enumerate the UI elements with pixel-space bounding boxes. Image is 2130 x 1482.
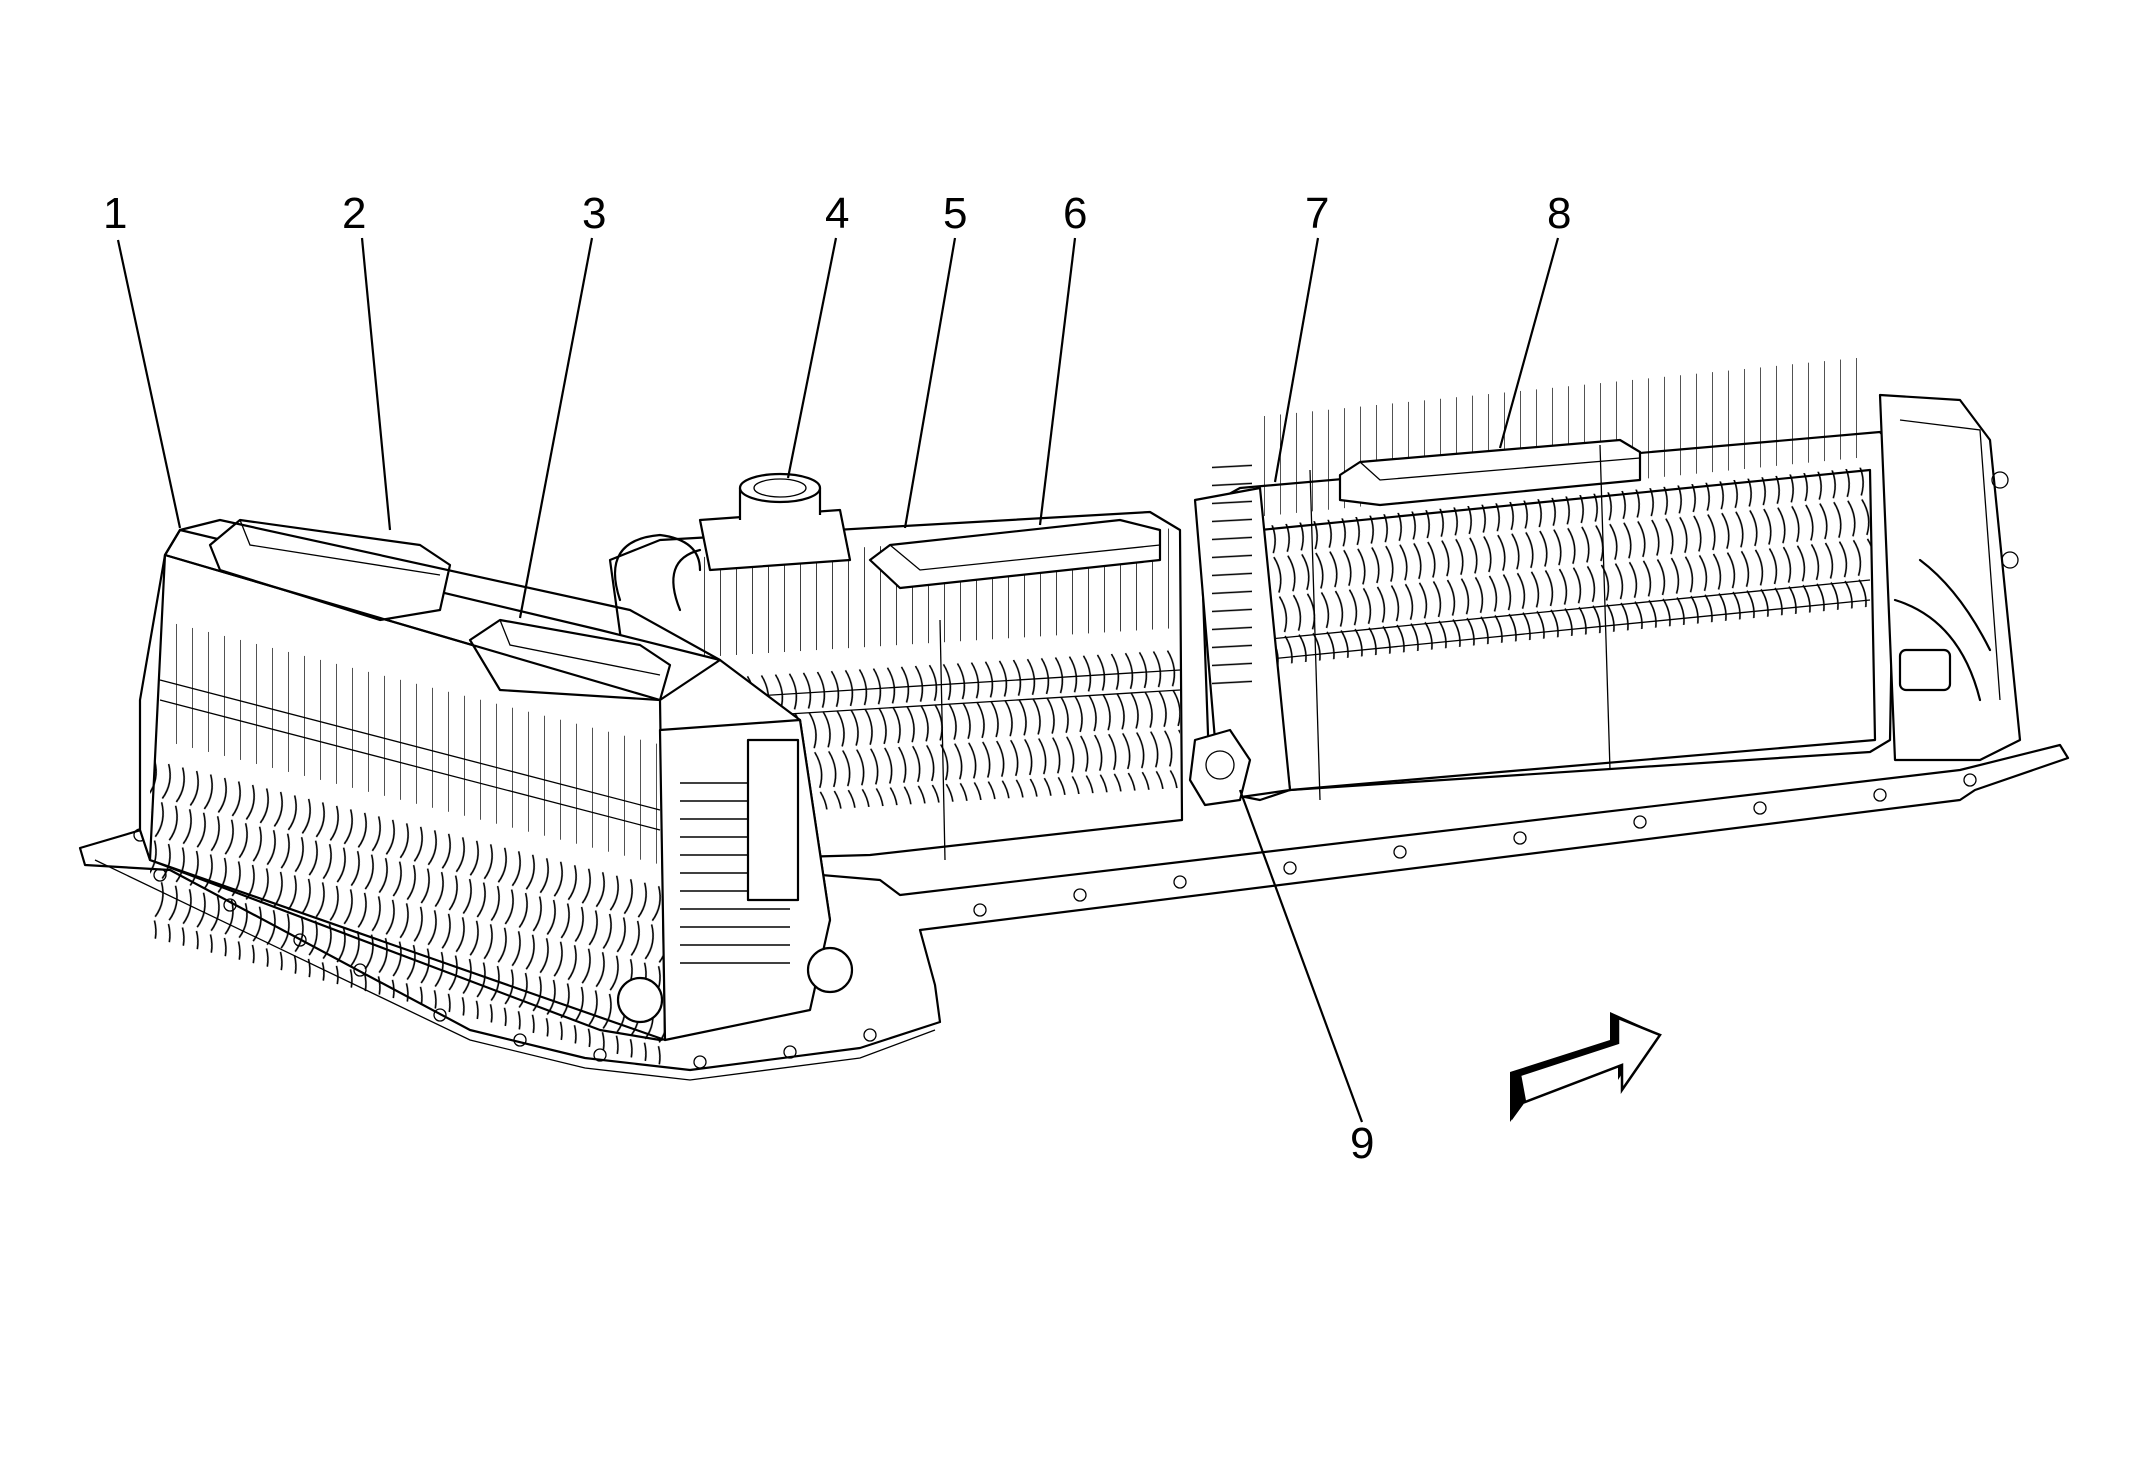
vent-outlet <box>698 472 852 572</box>
callout-9: 9 <box>1350 1119 1374 1168</box>
forward-direction-arrow-icon <box>1510 1012 1662 1122</box>
callout-1: 1 <box>103 189 127 238</box>
front-battery-section <box>138 518 854 1068</box>
callout-3: 3 <box>582 189 606 238</box>
callout-7: 7 <box>1305 189 1329 238</box>
connector <box>1188 728 1252 807</box>
callout-4: 4 <box>825 189 849 238</box>
tray-bolts <box>133 773 1977 1069</box>
rear-battery-section <box>1193 356 2022 802</box>
callout-6: 6 <box>1063 189 1087 238</box>
leader-lines <box>116 237 1560 1123</box>
callout-5: 5 <box>943 189 967 238</box>
callouts: 1 2 3 4 5 6 7 8 9 <box>103 189 1571 1168</box>
callout-2: 2 <box>342 189 366 238</box>
callout-8: 8 <box>1547 189 1571 238</box>
